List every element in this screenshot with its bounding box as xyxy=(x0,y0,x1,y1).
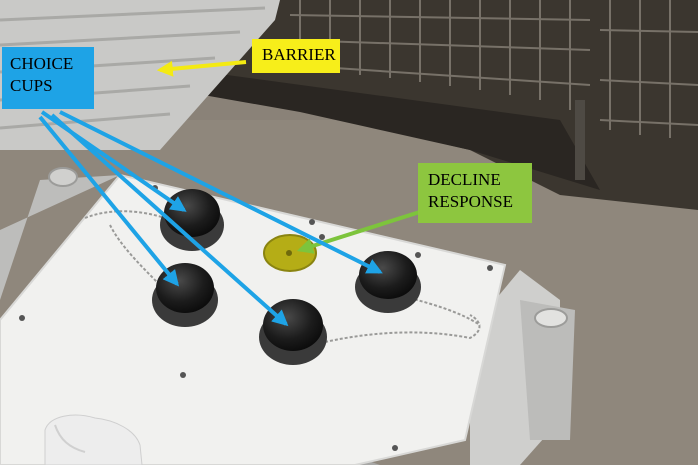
decline-response-label: DECLINE RESPONSE xyxy=(418,163,532,223)
box-left-side xyxy=(0,175,120,300)
cage-post xyxy=(575,100,585,180)
gloved-hand xyxy=(44,414,143,465)
cage-tray xyxy=(175,70,600,190)
choice-arrows xyxy=(38,110,383,327)
cage-bars xyxy=(289,0,698,138)
apparatus-top xyxy=(0,175,505,465)
choice-cups xyxy=(152,189,421,365)
left-peg xyxy=(48,167,78,187)
barrier-label: BARRIER xyxy=(252,39,340,73)
barrier-panel xyxy=(0,0,280,150)
box-right-lid xyxy=(520,300,575,440)
choice-cup-1 xyxy=(164,189,220,237)
chains xyxy=(84,210,481,343)
choice-cup-3 xyxy=(263,299,323,351)
choice-cups-label: CHOICE CUPS xyxy=(2,47,94,109)
choice-cup-4 xyxy=(359,251,417,299)
barrier-arrow xyxy=(156,60,247,77)
right-peg xyxy=(534,308,568,328)
